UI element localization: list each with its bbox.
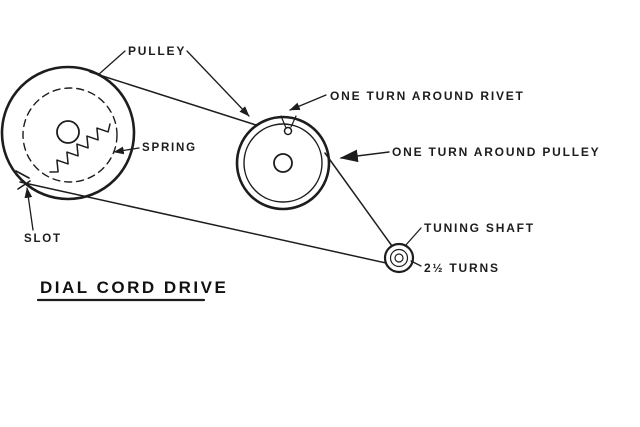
spring-label: SPRING <box>142 142 197 154</box>
pulley-turn-leader <box>339 149 390 163</box>
cord-right-segment <box>324 152 393 247</box>
center-pulley <box>235 115 331 211</box>
slot-label: SLOT <box>24 233 62 245</box>
center-pulley-hub <box>273 153 293 173</box>
tuning-shaft-outer <box>383 242 415 274</box>
center-pulley-groove <box>243 123 323 203</box>
tuning-shaft-label: TUNING SHAFT <box>424 221 535 235</box>
cord-bottom-segment <box>19 181 387 264</box>
tuning-shaft-core <box>394 253 404 263</box>
pulley-leader-left <box>97 50 126 76</box>
spring-leader <box>113 146 140 155</box>
rivet-leader <box>289 94 327 111</box>
cord-top-segment <box>89 71 257 126</box>
large-pulley-hub <box>56 120 80 144</box>
rivet <box>283 126 293 136</box>
leader-lines <box>24 50 422 267</box>
pulley-leader-right <box>186 50 250 117</box>
slot-notch <box>15 170 31 190</box>
center-pulley-rim <box>235 115 331 211</box>
dial-cord <box>19 71 393 264</box>
spring-coil <box>49 123 111 173</box>
one-turn-around-pulley-label: ONE TURN AROUND PULLEY <box>392 145 601 159</box>
pulley-label: PULLEY <box>128 44 186 58</box>
large-pulley-dashed-groove <box>22 87 118 183</box>
tuning-shaft-pulley <box>383 242 415 274</box>
diagram-title: DIAL CORD DRIVE <box>40 278 228 297</box>
slot-leader <box>24 187 34 231</box>
turns-leader <box>410 260 422 267</box>
one-turn-around-rivet-label: ONE TURN AROUND RIVET <box>330 89 525 103</box>
tuning-shaft-leader <box>404 227 422 247</box>
rivet-cord-loop <box>280 115 297 129</box>
tuning-shaft-middle-turn <box>389 248 409 268</box>
turns-label: 2½ TURNS <box>424 261 500 275</box>
large-pulley-rim <box>0 65 136 201</box>
large-dial-drum <box>0 65 136 201</box>
